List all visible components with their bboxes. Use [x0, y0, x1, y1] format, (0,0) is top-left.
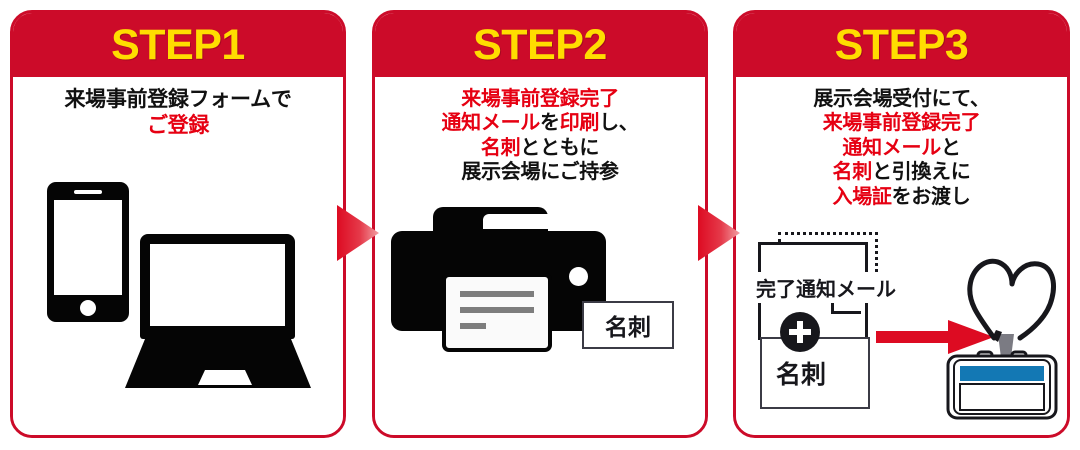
step-1-body: 来場事前登録フォームで ご登録: [13, 77, 343, 435]
caption-line: 展示会場にご持参: [375, 160, 705, 184]
caption-span: とともに: [520, 136, 600, 159]
printer-icon: [391, 207, 606, 352]
step-2-header: STEP2: [375, 13, 705, 77]
badge-with-lanyard-icon: [946, 258, 1058, 420]
right-triangle-arrow-icon: [337, 205, 379, 261]
caption-line: 来場事前登録完了: [736, 111, 1067, 135]
step-2-artwork: 名刺: [375, 207, 705, 435]
printed-page: [442, 273, 552, 352]
step-2-body: 来場事前登録完了 通知メールを印刷し、 名刺とともに 展示会場にご持参: [375, 77, 705, 435]
mail-document-corner-hook: [831, 298, 861, 314]
step-2-caption: 来場事前登録完了 通知メールを印刷し、 名刺とともに 展示会場にご持参: [375, 77, 705, 185]
arrow-step1-to-step2: [337, 205, 379, 261]
caption-line: 名刺とともに: [375, 136, 705, 160]
caption-line: 通知メールを印刷し、: [375, 111, 705, 135]
step-1-artwork: [13, 172, 343, 435]
step-panel-3: STEP3 展示会場受付にて、 来場事前登録完了 通知メールと 名刺と引換えに …: [733, 10, 1070, 438]
caption-span: 通知メール: [441, 112, 540, 135]
step-3-header: STEP3: [736, 13, 1067, 77]
smartphone-icon: [47, 182, 129, 322]
printed-text-line: [460, 307, 534, 313]
caption-span: と引換えに: [871, 161, 971, 184]
printed-text-line: [460, 323, 486, 329]
red-arrow-icon: [876, 320, 994, 354]
step-panel-1: STEP1 来場事前登録フォームで ご登録: [10, 10, 346, 438]
caption-span: 来場事前登録完了: [461, 88, 619, 110]
caption-span: を: [539, 112, 560, 135]
caption-span: 名刺: [832, 161, 873, 184]
laptop-screen: [150, 244, 285, 326]
smartphone-home-button: [80, 300, 96, 316]
step-1-header: STEP1: [13, 13, 343, 77]
caption-line: 入場証をお渡し: [736, 185, 1067, 209]
printer-indicator-light: [569, 267, 588, 286]
step-1-title: STEP1: [111, 20, 245, 69]
smartphone-screen: [54, 200, 122, 295]
caption-span: 名刺: [480, 136, 521, 159]
caption-span: 通知メール: [842, 136, 941, 159]
printer-tray-slot: [483, 214, 582, 229]
caption-span: と: [940, 136, 961, 159]
caption-span: 入場証: [832, 185, 892, 208]
caption-line: 展示会場受付にて、: [736, 87, 1067, 111]
id-badge-icon: [932, 226, 1062, 426]
right-triangle-arrow-icon: [698, 205, 740, 261]
step-3-artwork: 完了通知メール 名刺: [736, 232, 1067, 435]
caption-span: し、: [599, 112, 639, 135]
step-2-title: STEP2: [473, 20, 607, 69]
caption-span: 印刷: [559, 112, 600, 135]
step-1-caption: 来場事前登録フォームで ご登録: [13, 77, 343, 138]
plus-icon: [780, 312, 820, 352]
caption-line: 名刺と引換えに: [736, 160, 1067, 184]
caption-line: 通知メールと: [736, 136, 1067, 160]
caption-line: ご登録: [13, 113, 343, 139]
step-3-body: 展示会場受付にて、 来場事前登録完了 通知メールと 名刺と引換えに 入場証をお渡…: [736, 77, 1067, 435]
mail-document-label: 完了通知メール: [754, 272, 898, 303]
step-3-caption: 展示会場受付にて、 来場事前登録完了 通知メールと 名刺と引換えに 入場証をお渡…: [736, 77, 1067, 209]
smartphone-speaker: [74, 190, 102, 194]
caption-line: 来場事前登録完了: [375, 87, 705, 111]
exchange-arrow-icon: [876, 320, 994, 354]
caption-span: 来場事前登録完了: [822, 112, 981, 135]
printed-text-line: [460, 291, 534, 297]
caption-span: ご登録: [146, 113, 210, 137]
business-card-box: 名刺: [582, 301, 674, 349]
step-3-title: STEP3: [834, 20, 969, 69]
arrow-step2-to-step3: [698, 205, 740, 261]
laptop-icon: [125, 234, 325, 404]
laptop-lid: [140, 234, 295, 339]
step-panel-2: STEP2 来場事前登録完了 通知メールを印刷し、 名刺とともに 展示会場にご持…: [372, 10, 708, 438]
business-card-box: 名刺: [760, 337, 870, 409]
laptop-trackpad-notch: [198, 370, 252, 385]
caption-span: 展示会場受付にて、: [813, 88, 990, 110]
caption-span: 来場事前登録フォームで: [64, 88, 292, 111]
caption-span: をお渡し: [891, 185, 971, 208]
caption-span: 展示会場にご持参: [461, 161, 619, 184]
caption-line: 来場事前登録フォームで: [13, 87, 343, 113]
